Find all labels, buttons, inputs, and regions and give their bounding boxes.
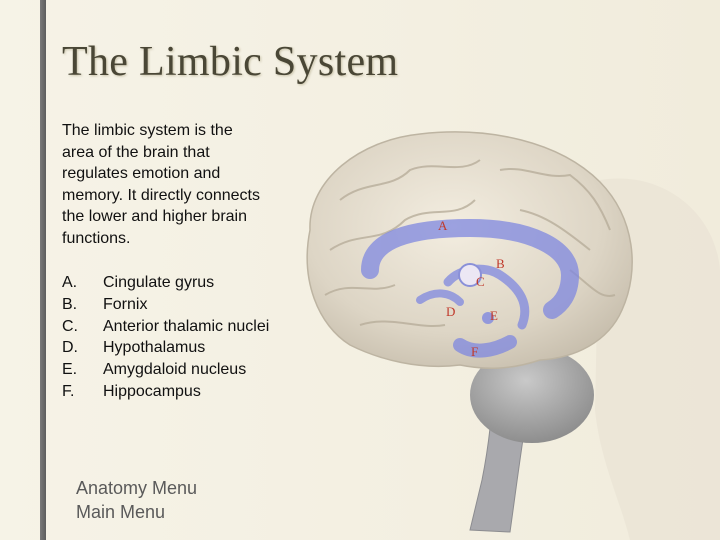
item-name: Anterior thalamic nuclei [103,317,270,335]
list-item: D. Hypothalamus [62,337,282,359]
structure-labels: A B C D E F [438,218,505,359]
label-e: E [490,308,498,323]
structure-list: A. Cingulate gyrus B. Fornix C. Anterior th… [62,272,282,403]
label-c: C [476,274,485,289]
left-accent-bar [40,0,46,540]
cerebellum-shape [470,347,594,443]
item-letter: D. [62,339,78,357]
list-item: E. Amygdaloid nucleus [62,359,282,381]
main-menu-link[interactable]: Main Menu [76,502,166,522]
slide-description: The limbic system is the area of the bra… [62,122,260,247]
item-letter: F. [62,382,75,400]
navigation-menu: Anatomy Menu Main Menu [76,476,197,524]
label-a: A [438,218,448,233]
item-name: Cingulate gyrus [103,274,215,291]
list-item: A. Cingulate gyrus [62,272,282,294]
list-item: F. Hippocampus [62,381,282,403]
list-item: B. Fornix [62,294,282,316]
item-letter: A. [62,274,78,291]
gyri-lines [324,159,616,327]
label-f: F [471,344,478,359]
item-name: Hippocampus [103,382,201,400]
anatomy-menu-link[interactable]: Anatomy Menu [76,478,198,498]
amygdala-shape [482,312,494,324]
item-letter: E. [62,361,78,379]
label-b: B [496,256,505,271]
item-letter: B. [62,295,78,313]
brain-illustration: A B C D E F [306,131,720,540]
item-name: Hypothalamus [103,339,206,357]
label-d: D [446,304,455,319]
thalamus-shape [458,263,482,287]
slide-title: The Limbic System [62,39,399,85]
list-item: C. Anterior thalamic nuclei [62,316,282,338]
cerebrum-shape [306,131,633,370]
item-name: Fornix [103,295,148,313]
item-name: Amygdaloid nucleus [103,361,247,379]
item-letter: C. [62,317,78,335]
